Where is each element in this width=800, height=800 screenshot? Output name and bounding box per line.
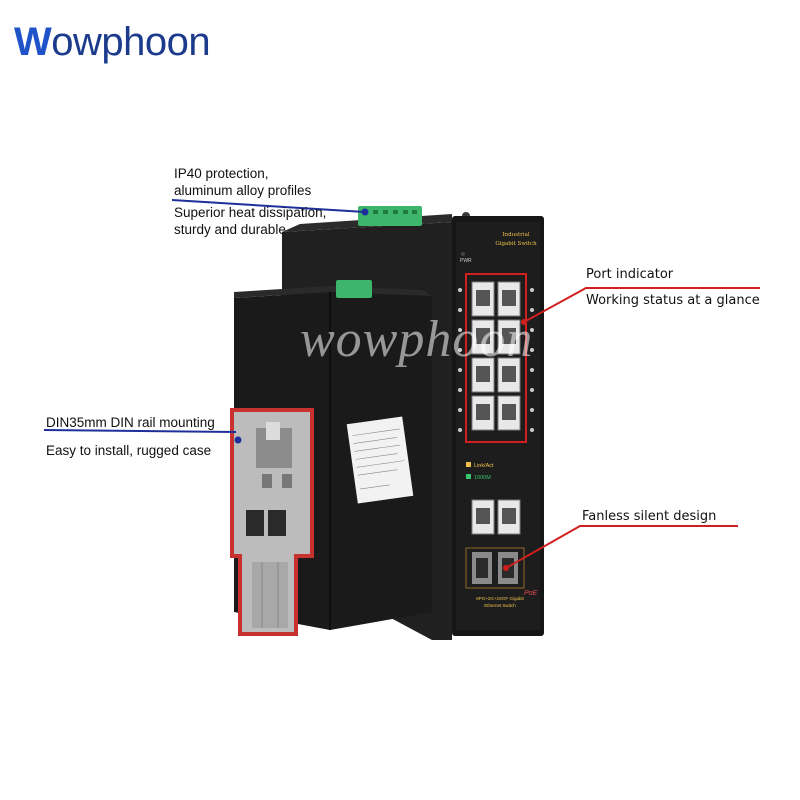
front-title-1: Industrial xyxy=(502,232,529,238)
callout-heat-line1: Superior heat dissipation, xyxy=(174,205,327,220)
product-label-sticker xyxy=(346,416,414,504)
brand-logo-text: owphoon xyxy=(51,20,211,64)
callout-lines xyxy=(43,199,760,571)
watermark: wowphoon xyxy=(300,311,534,368)
brand-logo-initial: W xyxy=(14,20,52,64)
bottom-label-1: 8PG+2G+2SGF Gigabit xyxy=(476,596,524,601)
callout-port-title: Port indicator xyxy=(586,267,674,282)
front-title-2: Gigabit Switch xyxy=(495,241,537,247)
brand-logo: Wowphoon xyxy=(14,18,211,66)
pwr-label: PWR xyxy=(460,258,472,264)
callout-heat: Superior heat dissipation, sturdy and du… xyxy=(174,204,326,238)
power-terminal-top xyxy=(358,206,422,226)
callout-ip40: IP40 protection, aluminum alloy profiles xyxy=(174,165,311,199)
callout-ip40-line2: aluminum alloy profiles xyxy=(174,183,312,198)
callout-port-sub: Working status at a glance xyxy=(586,293,760,308)
port-indicator-highlight xyxy=(465,273,527,443)
callout-ip40-line1: IP40 protection, xyxy=(174,166,269,181)
callout-fanless: Fanless silent design xyxy=(582,509,717,524)
power-terminal-front xyxy=(336,280,372,298)
callout-heat-line2: sturdy and durable xyxy=(174,222,286,237)
callout-din-sub: Easy to install, rugged case xyxy=(46,443,212,458)
legend-speed: 1000M xyxy=(474,475,491,481)
callout-din-title: DIN35mm DIN rail mounting xyxy=(46,415,215,430)
legend-link: Link/Act xyxy=(474,463,494,469)
poe-label: PoE xyxy=(524,590,538,597)
bottom-label-2: Ethernet Switch xyxy=(484,603,516,608)
